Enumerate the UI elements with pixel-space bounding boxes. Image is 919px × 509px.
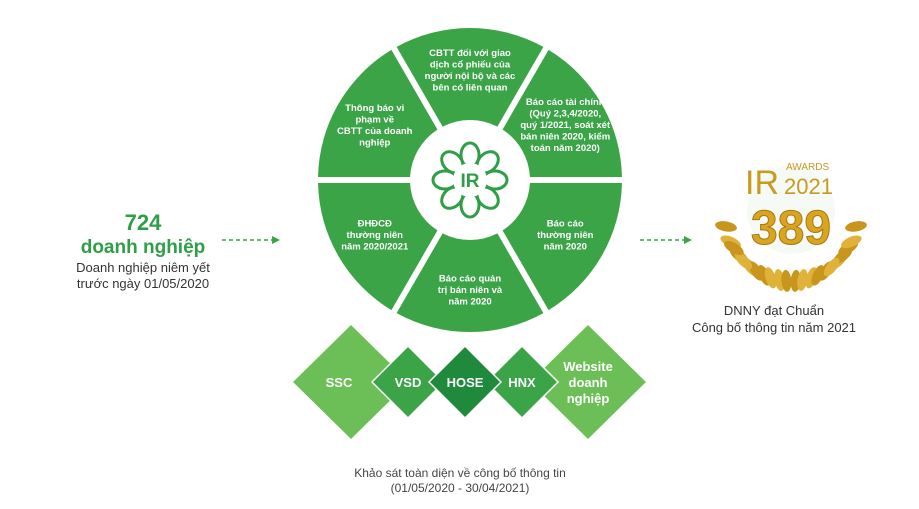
left-arrow [222,236,280,244]
wheel-segment-label: bên có liên quan [433,82,508,93]
award-ir: IR [745,164,779,202]
wheel-segment [502,49,622,178]
wheel-segment-label: Báo cáo quản [439,274,501,285]
wheel-center-label: IR [461,171,480,192]
ir-awards-badge: IR AWARDS 2021 389 [715,162,867,292]
wheel-segment-label: CBTT của doanh [337,126,413,137]
wheel-segment-label: năm 2020/2021 [341,242,409,253]
survey-caption: Khảo sát toàn diện về công bố thông tin … [250,466,670,496]
wheel-segment-label: ĐHĐCĐ [358,219,392,230]
agency-diamond [527,322,649,442]
agency-diamond-label: doanh [569,375,608,390]
award-caption-line1: DNNY đạt Chuẩn [723,303,825,318]
left-summary: 724 doanh nghiệp Doanh nghiệp niêm yết t… [28,210,258,292]
wheel-segment-label: dịch cổ phiếu của [430,59,511,70]
award-caption-line2: Công bố thông tin năm 2021 [691,320,857,335]
wheel-segment-label: Thông báo vi [345,103,404,114]
survey-caption-line1: Khảo sát toàn diện về công bố thông tin [354,466,566,480]
wheel-segment [396,28,544,127]
survey-caption-line2: (01/05/2020 - 30/04/2021) [390,481,530,495]
award-year: 2021 [784,174,833,199]
wheel-segment-label: nghiệp [359,137,390,148]
wheel-segment-label: Báo cáo tài chính [526,97,605,108]
wheel-segment-label: (Quý 2,3,4/2020, [529,109,601,120]
wheel-segment-label: toán năm 2020) [531,143,600,154]
wheel-segment-label: năm 2020 [544,242,587,253]
wheel-segment-label: Báo cáo [547,219,584,230]
agency-diamond-label: SSC [326,375,353,390]
wheel-segment-label: năm 2020 [448,297,491,308]
enterprise-desc-line2: trước ngày 01/05/2020 [76,276,210,291]
agency-diamond-label: VSD [395,375,422,390]
ir-emblem-icon: IR [431,141,509,219]
enterprise-desc-line1: Doanh nghiệp niêm yết [76,260,210,275]
award-awards: AWARDS [786,162,829,173]
award-number: 389 [751,202,831,255]
wheel-segment-label: bán niên 2020, kiểm [520,132,610,143]
wheel-segment [318,49,438,178]
wheel-segment [502,182,622,311]
wheel-segment-label: trị bán niên và [438,285,503,296]
wheel-segment-label: CBTT đối với giao [429,48,511,59]
enterprise-unit: doanh nghiệp [80,237,206,258]
wheel-segment [396,233,544,333]
award-caption: DNNY đạt Chuẩn Công bố thông tin năm 202… [660,302,888,336]
laurel-wreath-icon [715,221,867,292]
agency-diamond [484,344,560,420]
wheel-segment-label: người nội bộ và các [425,71,516,82]
wheel-segment-label: phạm về [355,114,394,125]
wheel-segment-label: thường niên [537,230,594,241]
agency-diamond-label: nghiệp [567,391,610,406]
wheel-segment-label: thường niên [347,230,404,241]
wheel-segment [318,182,438,311]
right-arrow [640,236,692,244]
agency-diamond-label: HNX [508,375,536,390]
agency-diamond [370,344,446,420]
enterprise-count: 724 [124,210,162,235]
wheel-segment-label: quý 1/2021, soát xét [520,120,611,131]
agency-diamond-label: HOSE [447,375,484,390]
agency-diamond [427,344,503,420]
agency-diamond-label: Website [563,359,613,374]
